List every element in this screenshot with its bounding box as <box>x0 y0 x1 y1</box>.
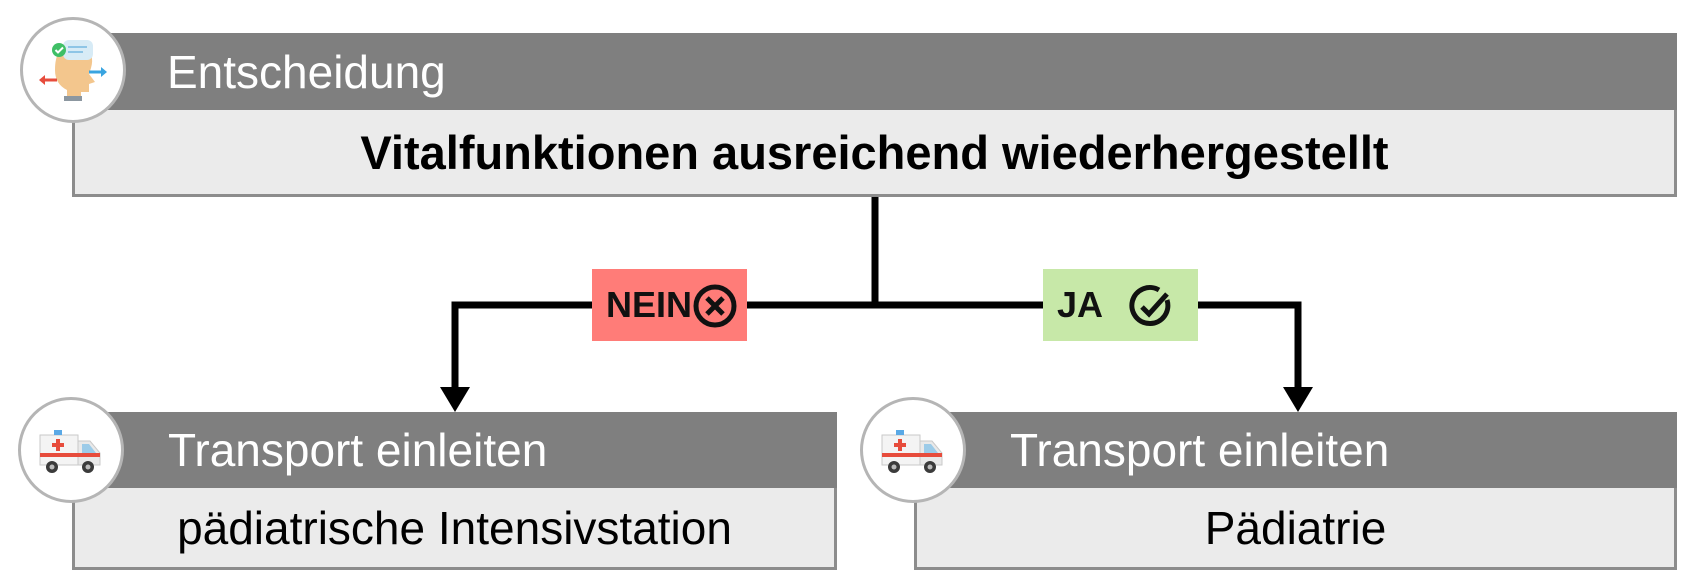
decision-thinking-icon <box>20 17 126 123</box>
decision-header-label: Entscheidung <box>167 45 446 98</box>
outcome-left-header-label: Transport einleiten <box>168 424 548 476</box>
branch-label-yes-text: JA <box>1057 284 1104 325</box>
outcome-node-left: Transport einleiten pädiatrische Intensi… <box>72 412 837 570</box>
decision-node: Entscheidung Vitalfunktionen ausreichend… <box>72 33 1677 197</box>
outcome-right-header-label: Transport einleiten <box>1010 424 1390 476</box>
ambulance-icon <box>860 397 966 503</box>
outcome-node-right: Transport einleiten Pädiatrie <box>914 412 1677 570</box>
branch-label-yes: JA <box>1043 269 1198 341</box>
decision-header: Entscheidung <box>72 33 1677 110</box>
check-circle-icon <box>1129 285 1171 326</box>
outcome-right-header: Transport einleiten <box>914 412 1677 488</box>
branch-label-no-text: NEIN <box>606 284 693 325</box>
outcome-right-detail: Pädiatrie <box>914 488 1677 570</box>
branch-line-yes <box>875 301 1302 390</box>
arrowhead-yes <box>1283 387 1313 412</box>
x-circle-icon <box>693 284 737 328</box>
ambulance-icon <box>18 397 124 503</box>
outcome-left-detail: pädiatrische Intensivstation <box>72 488 837 570</box>
arrowhead-no <box>440 387 470 412</box>
outcome-left-header: Transport einleiten <box>72 412 837 488</box>
decision-question: Vitalfunktionen ausreichend wiederherges… <box>72 110 1677 197</box>
branch-label-no: NEIN <box>592 269 747 341</box>
